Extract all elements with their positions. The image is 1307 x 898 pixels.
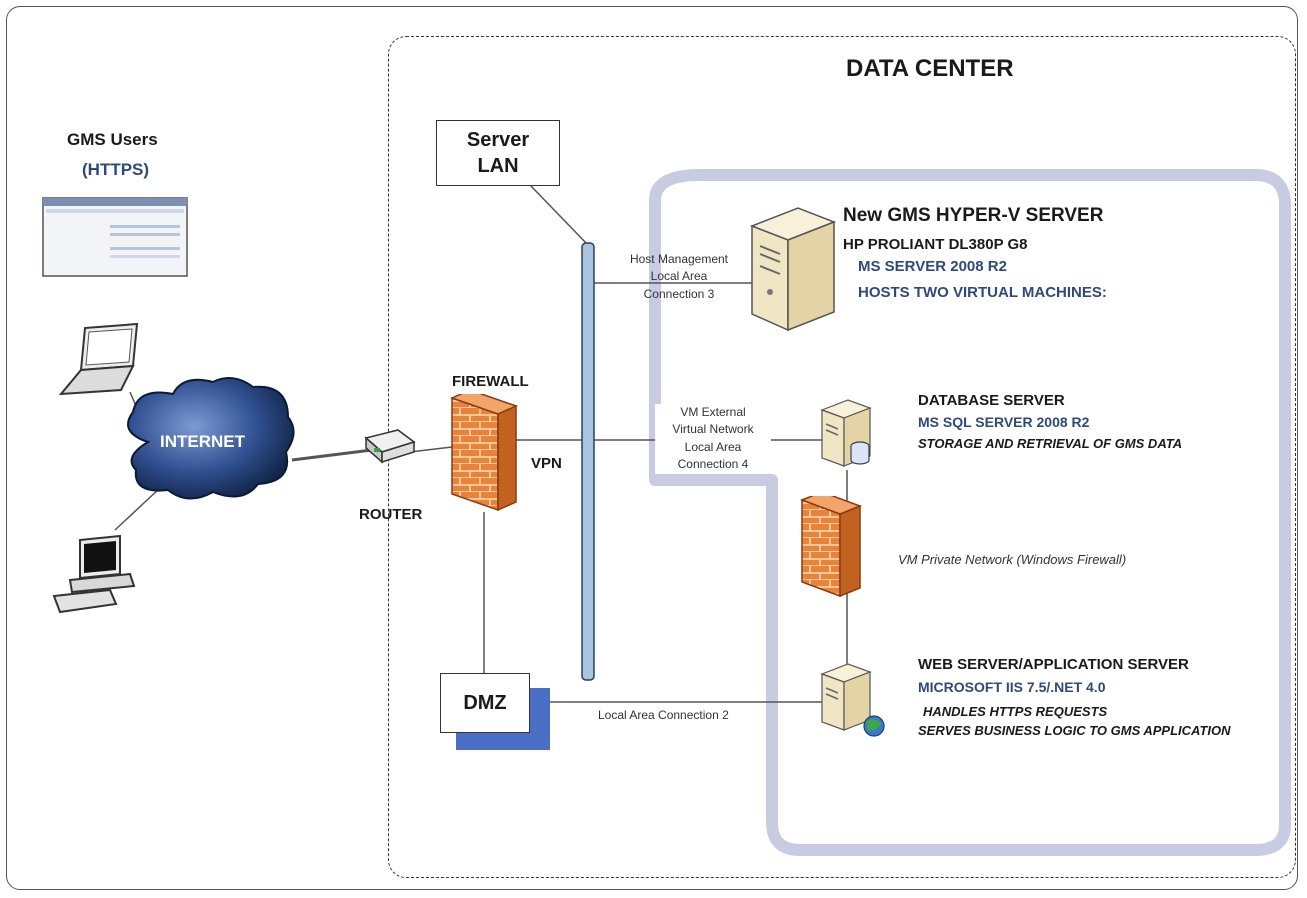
router-label: ROUTER [359, 506, 423, 523]
host-mgmt-line2: Local Area [650, 269, 708, 284]
web-software: MICROSOFT IIS 7.5/.NET 4.0 [918, 679, 1106, 695]
page-title: DATA CENTER [846, 55, 1014, 82]
hyperv-frame [649, 169, 1291, 856]
dmz-label: DMZ [463, 692, 507, 714]
hyperv-hosts: HOSTS TWO VIRTUAL MACHINES: [858, 284, 1107, 301]
server-lan-box: Server LAN [436, 120, 560, 186]
browser-window-icon [42, 197, 188, 277]
vm-external-line1: VM External [680, 405, 746, 419]
firewall-label: FIREWALL [452, 373, 529, 390]
web-server-icon [820, 663, 885, 737]
database-server-icon [820, 399, 872, 467]
host-mgmt-label: Host Management Local Area Connection 3 [615, 251, 743, 303]
web-title: WEB SERVER/APPLICATION SERVER [918, 656, 1189, 673]
internet-label: INTERNET [160, 432, 245, 451]
outer-frame [6, 6, 1298, 890]
vpn-label: VPN [531, 455, 562, 472]
serverlan-link [529, 184, 589, 246]
lan-bus [581, 242, 595, 681]
hyperv-model: HP PROLIANT DL380P G8 [843, 236, 1028, 253]
vm-external-label: VM External Virtual Network Local Area C… [655, 404, 771, 474]
db-desc: STORAGE AND RETRIEVAL OF GMS DATA [918, 436, 1183, 451]
vm-firewall-icon [800, 496, 863, 598]
host-mgmt-line1: Host Management [629, 252, 729, 266]
users-subtitle: (HTTPS) [82, 160, 150, 179]
pc-link [114, 487, 161, 531]
vm-external-line2: Virtual Network [672, 422, 754, 437]
vm-external-line3: Local Area [684, 439, 742, 454]
internet-cloud-icon [127, 377, 295, 500]
host-mgmt-line3: Connection 3 [643, 286, 715, 301]
server-lan-line1: Server [466, 129, 530, 151]
web-desc1: HANDLES HTTPS REQUESTS [923, 704, 1108, 719]
web-desc2: SERVES BUSINESS LOGIC TO GMS APPLICATION [918, 723, 1231, 738]
hyperv-os: MS SERVER 2008 R2 [858, 258, 1007, 275]
users-title: GMS Users [67, 130, 158, 149]
laptop-icon [58, 322, 139, 396]
desktop-pc-icon [52, 534, 136, 614]
lan2-label: Local Area Connection 2 [598, 708, 729, 722]
vm-external-line4: Connection 4 [677, 457, 749, 472]
cloud-router-link [291, 448, 373, 462]
server-lan-line2: LAN [477, 155, 519, 177]
hyperv-title: New GMS HYPER-V SERVER [843, 205, 1104, 226]
db-title: DATABASE SERVER [918, 392, 1065, 409]
db-software: MS SQL SERVER 2008 R2 [918, 414, 1090, 430]
dmz-box: DMZ [440, 673, 530, 733]
router-icon [364, 429, 416, 464]
hyperv-server-icon [749, 207, 837, 332]
firewall-icon [450, 394, 519, 512]
vm-private-label: VM Private Network (Windows Firewall) [898, 552, 1127, 567]
router-firewall-link [409, 446, 453, 453]
